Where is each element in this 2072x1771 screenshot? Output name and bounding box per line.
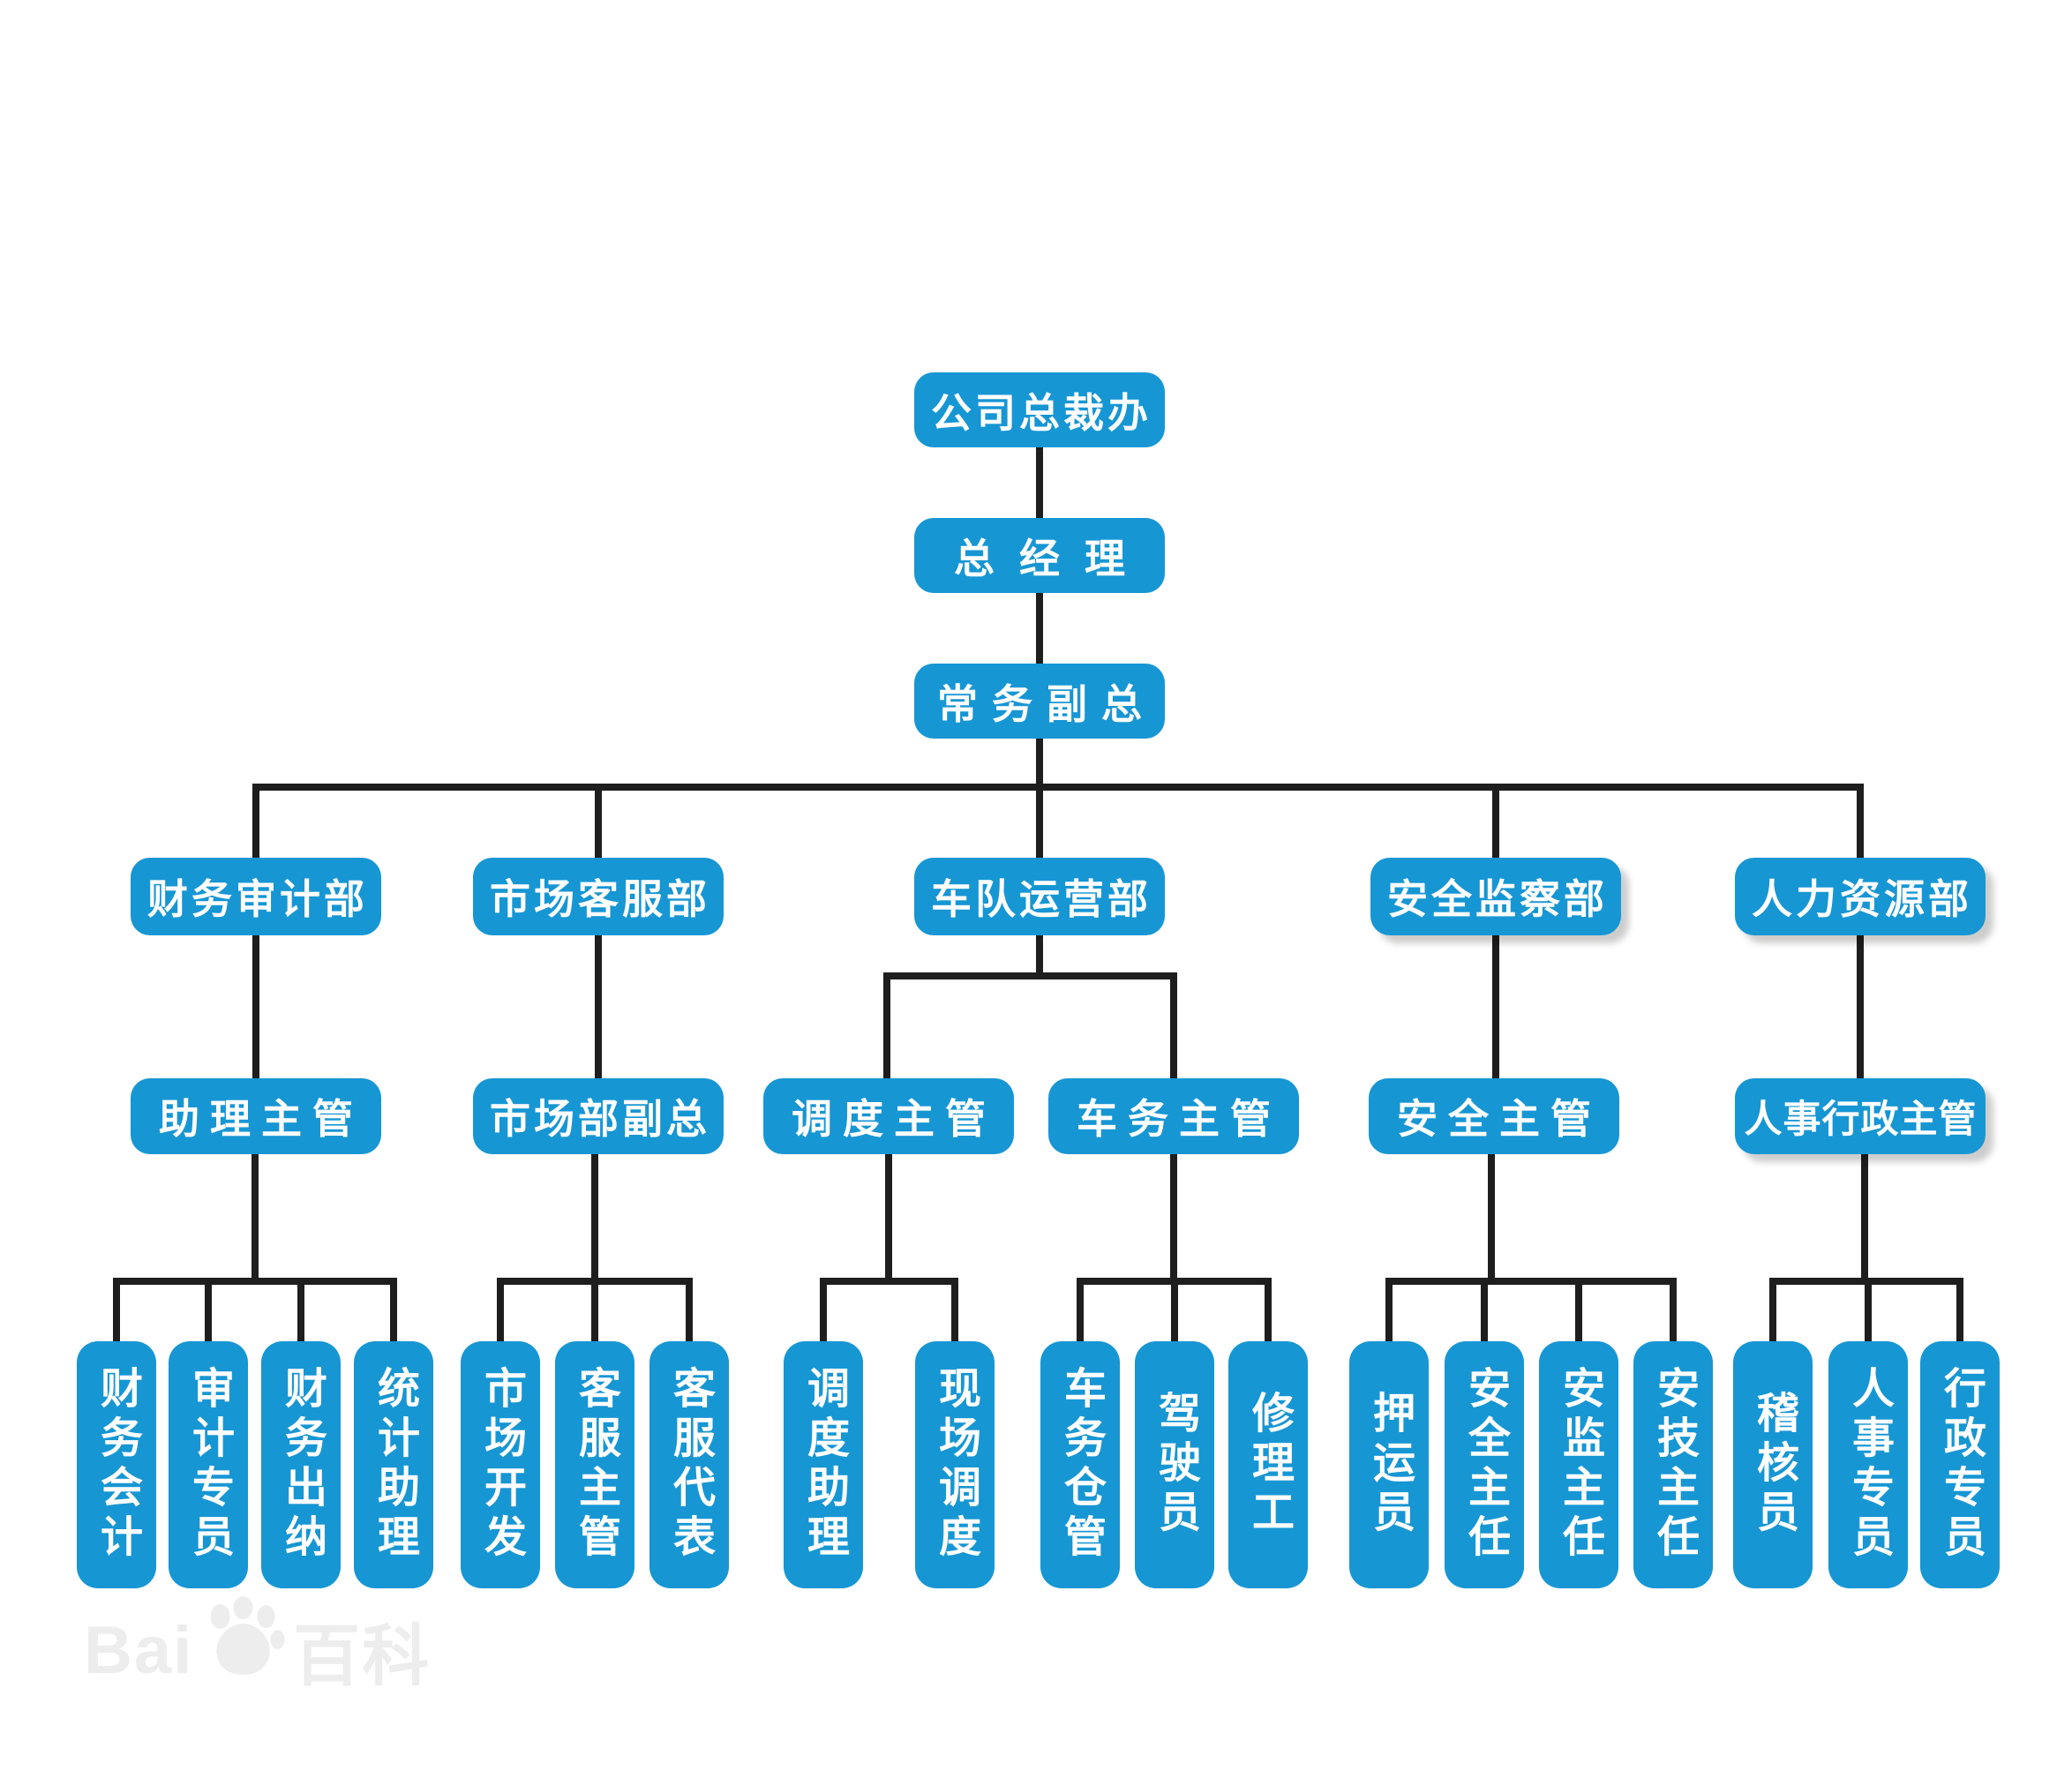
baidu-paw-icon: [210, 1596, 285, 1675]
node-staff-service-supervisor: 客服主管: [555, 1341, 634, 1588]
node-mgr-hr-admin-supervisor: 人事行政主管: [1735, 1078, 1986, 1154]
node-staff-supervision-director: 安监主任: [1539, 1341, 1618, 1588]
node-staff-safety-director: 安全主任: [1445, 1341, 1524, 1588]
node-general-manager: 总经理: [914, 518, 1165, 593]
node-dept-market-service: 市场客服部: [473, 858, 724, 935]
node-staff-dispatch-assistant: 调度助理: [784, 1341, 863, 1588]
node-mgr-vehicle-supervisor: 车务主管: [1048, 1078, 1299, 1154]
node-staff-finance-cashier: 财务出纳: [261, 1341, 341, 1588]
node-mgr-safety-supervisor: 安全主管: [1369, 1078, 1619, 1154]
node-dept-finance-audit: 财务审计部: [131, 858, 381, 935]
node-staff-admin-specialist: 行政专员: [1920, 1341, 2000, 1588]
node-staff-vehicle-warehouse: 车务仓管: [1040, 1341, 1120, 1588]
node-staff-market-development: 市场开发: [461, 1341, 540, 1588]
watermark-suffix-text: 百科: [293, 1619, 432, 1694]
node-mgr-assistant-supervisor: 助理主管: [131, 1078, 381, 1154]
node-mgr-dispatch-supervisor: 调度主管: [763, 1078, 1014, 1154]
node-staff-auditor-checker: 稽核员: [1733, 1341, 1813, 1588]
watermark-brand-text: Bai: [84, 1612, 194, 1688]
node-staff-hr-specialist: 人事专员: [1828, 1341, 1908, 1588]
node-dept-safety-supervision: 安全监察部: [1370, 858, 1621, 935]
node-staff-driver: 驾驶员: [1135, 1341, 1214, 1588]
node-mgr-market-deputy: 市场部副总: [473, 1078, 724, 1154]
node-staff-audit-specialist: 审计专员: [169, 1341, 248, 1588]
node-dept-fleet-operations: 车队运营部: [914, 858, 1165, 935]
node-staff-escort: 押运员: [1349, 1341, 1429, 1588]
node-staff-safety-tech-director: 安技主任: [1633, 1341, 1713, 1588]
node-executive-deputy-gm: 常务副总: [914, 664, 1165, 739]
node-staff-service-representative: 客服代表: [649, 1341, 729, 1588]
node-president-office: 公司总裁办: [914, 372, 1165, 447]
node-staff-field-dispatcher: 现场调度: [915, 1341, 995, 1588]
node-staff-finance-accountant: 财务会计: [77, 1341, 156, 1588]
baidu-baike-watermark: Bai 百科: [84, 1596, 431, 1694]
node-staff-mechanic: 修理工: [1228, 1341, 1308, 1588]
node-staff-statistics-assistant: 统计助理: [354, 1341, 433, 1588]
node-dept-human-resources: 人力资源部: [1735, 858, 1986, 935]
